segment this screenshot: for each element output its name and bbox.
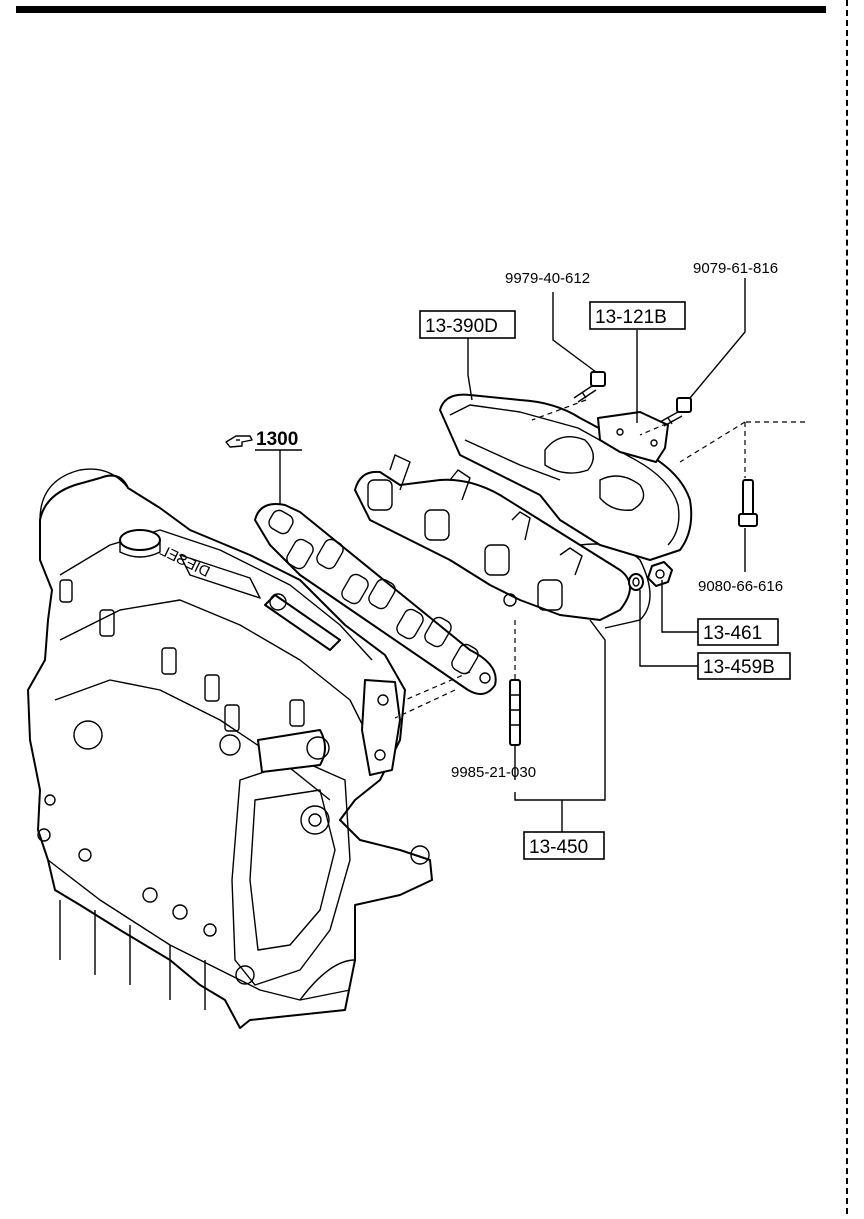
box-washer[interactable]: 13-459B (697, 652, 791, 680)
bracket (597, 411, 669, 463)
exhaust-manifold (354, 454, 651, 629)
callout-bolt-long: 9080-66-616 (698, 578, 783, 595)
pointing-hand-icon (225, 435, 253, 448)
bolt-top (573, 371, 606, 403)
engine-block: DIESEL (27, 468, 433, 1029)
top-border-rule (16, 6, 826, 13)
manifold-gasket (254, 503, 497, 695)
bolt-long (738, 479, 758, 527)
nut (647, 561, 673, 587)
box-heat-shield-label: 13-390D (425, 316, 498, 337)
box-bracket-label: 13-121B (595, 307, 667, 328)
box-washer-label: 13-459B (703, 657, 775, 678)
callout-bolt-top: 9979-40-612 (505, 270, 590, 287)
box-heat-shield[interactable]: 13-390D (419, 310, 516, 339)
stud (509, 679, 521, 746)
box-bracket[interactable]: 13-121B (589, 301, 686, 330)
box-nut-label: 13-461 (703, 623, 762, 644)
washer (628, 573, 644, 591)
callout-bolt-right: 9079-61-816 (693, 260, 778, 277)
box-manifold[interactable]: 13-450 (523, 831, 605, 860)
box-nut[interactable]: 13-461 (697, 618, 779, 646)
assembly-dash-lines (394, 399, 805, 719)
callout-stud: 9985-21-030 (451, 764, 536, 781)
reference-1300[interactable]: 1300 (225, 429, 302, 451)
bolt-right (659, 397, 692, 427)
right-edge-rule (846, 0, 848, 1214)
reference-number: 1300 (256, 429, 298, 450)
box-manifold-label: 13-450 (529, 837, 588, 858)
leader-lines (279, 278, 746, 832)
